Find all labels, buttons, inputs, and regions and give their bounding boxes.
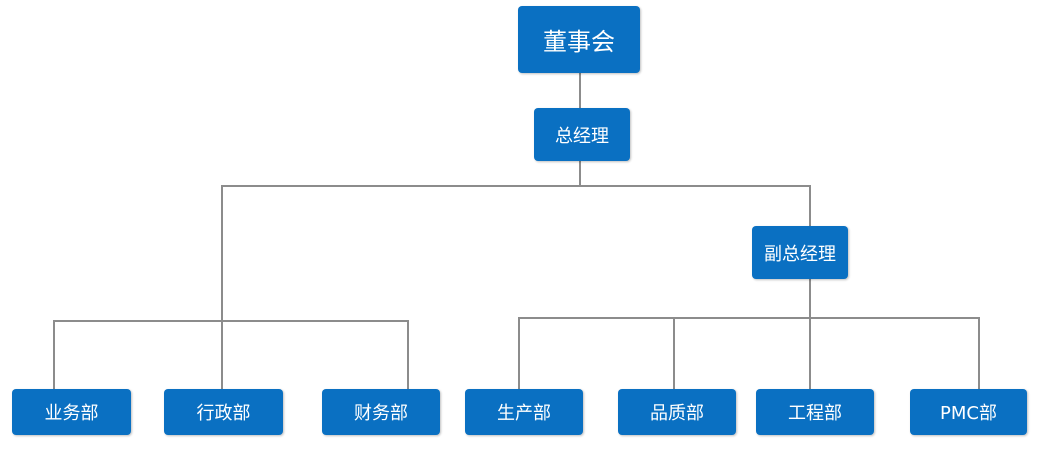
connector-to-sales [53, 320, 55, 389]
admin-department-box: 行政部 [164, 389, 283, 435]
finance-department-box: 财务部 [322, 389, 440, 435]
connector-to-pmc [978, 317, 980, 389]
connector-to-quality [673, 317, 675, 389]
connector-left-branch-down [221, 185, 223, 389]
connector-main-horizontal [221, 185, 811, 187]
connector-right-group-horizontal [518, 317, 980, 319]
connector-to-engineering [809, 317, 811, 389]
deputy-general-manager-box: 副总经理 [752, 226, 848, 279]
pmc-department-box: PMC部 [910, 389, 1027, 435]
engineering-department-box: 工程部 [756, 389, 874, 435]
connector-board-to-gm [579, 73, 581, 108]
production-department-box: 生产部 [465, 389, 583, 435]
connector-to-finance [407, 320, 409, 389]
connector-gm-down [579, 161, 581, 186]
sales-department-box: 业务部 [12, 389, 131, 435]
quality-department-box: 品质部 [618, 389, 736, 435]
connector-to-production [518, 317, 520, 389]
board-box: 董事会 [518, 6, 640, 73]
connector-right-branch-down [809, 185, 811, 226]
general-manager-box: 总经理 [534, 108, 630, 161]
connector-deputy-down [809, 279, 811, 318]
connector-left-group-horizontal [53, 320, 409, 322]
